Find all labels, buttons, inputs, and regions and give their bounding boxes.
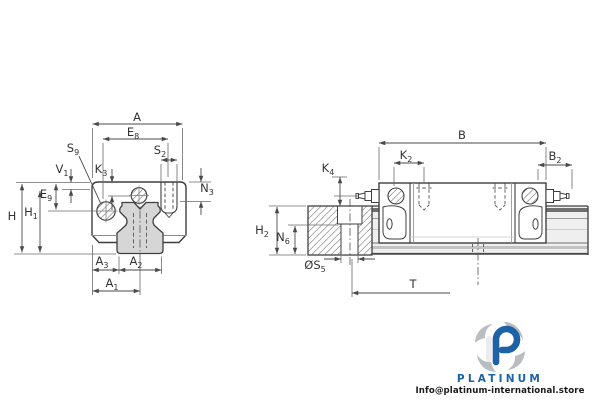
side-lube-port bbox=[94, 199, 118, 223]
dim-label-t: T bbox=[408, 277, 417, 291]
dim-label-b2: B2 bbox=[549, 149, 562, 165]
dim-label-a1: A1 bbox=[106, 276, 119, 292]
dim-label-e8: E8 bbox=[127, 125, 139, 141]
s2-threaded-hole bbox=[160, 182, 178, 218]
dim-label-s2: S2 bbox=[154, 143, 166, 159]
dim-label-h: H bbox=[8, 209, 17, 223]
brand-name: PLATINUM bbox=[456, 373, 544, 385]
dim-label-a: A bbox=[133, 110, 141, 124]
end-cap-details bbox=[382, 205, 543, 240]
dim-label-h1: H1 bbox=[24, 205, 38, 221]
rail-section-cut bbox=[307, 199, 373, 265]
hidden-rail-hole bbox=[472, 238, 484, 285]
dim-label-a2: A2 bbox=[130, 254, 143, 270]
dim-label-n3: N3 bbox=[200, 181, 214, 197]
dim-label-n6: N6 bbox=[276, 230, 290, 246]
dimension-lines bbox=[19, 121, 572, 296]
dim-label-b: B bbox=[458, 128, 466, 142]
top-lube-port bbox=[129, 185, 149, 206]
platinum-logo: PLATINUM Info@platinum-international.sto… bbox=[410, 321, 590, 396]
dim-label-v1: V1 bbox=[56, 162, 69, 178]
dim-label-k2: K2 bbox=[400, 148, 413, 164]
mounting-thread-holes bbox=[416, 183, 508, 211]
side-view bbox=[307, 182, 589, 285]
dim-label-k4: K4 bbox=[322, 161, 335, 177]
grease-fitting-right bbox=[521, 187, 539, 205]
dim-label-e9: E9 bbox=[40, 187, 52, 203]
brand-email: Info@platinum-international.store bbox=[415, 386, 585, 396]
dim-label-s9: S9 bbox=[67, 141, 79, 157]
dimension-layer bbox=[14, 121, 573, 297]
dim-label-k3: K3 bbox=[95, 162, 108, 178]
logo-p-glyph bbox=[492, 325, 521, 366]
dim-label-a3: A3 bbox=[96, 254, 109, 270]
front-view bbox=[91, 181, 187, 262]
lube-nipple-left bbox=[355, 189, 380, 203]
lube-nipple-right bbox=[545, 189, 570, 203]
extension-lines bbox=[14, 128, 573, 297]
platinum-logo-icon bbox=[474, 321, 525, 373]
watermark-smudge bbox=[486, 336, 492, 362]
grease-fitting-left bbox=[387, 187, 405, 205]
dim-label-h2: H2 bbox=[255, 223, 269, 239]
runner-block-side bbox=[355, 182, 570, 244]
dim-label-s5: ØS5 bbox=[304, 258, 325, 274]
s9-leader-line bbox=[78, 155, 102, 205]
